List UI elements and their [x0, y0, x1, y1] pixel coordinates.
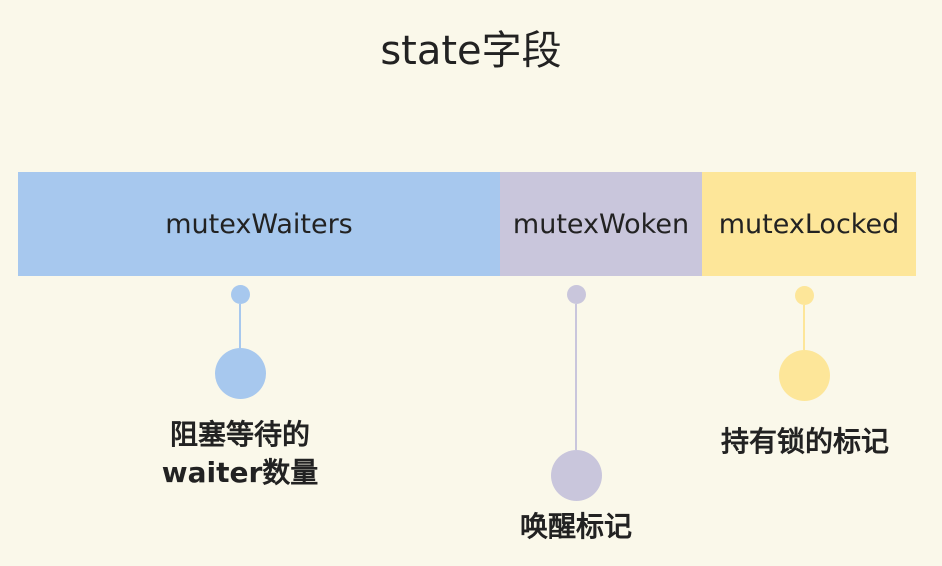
field-mutex-waiters: mutexWaiters	[18, 172, 500, 276]
caption-waiters-line2: waiter数量	[161, 456, 319, 489]
connector-small-dot-locked	[795, 286, 814, 305]
connector-small-dot-woken	[567, 285, 586, 304]
connector-big-dot-waiters	[215, 348, 266, 399]
field-mutex-woken: mutexWoken	[500, 172, 702, 276]
connector-line-locked	[803, 305, 805, 350]
field-label-mutex-locked: mutexLocked	[718, 208, 900, 240]
field-label-mutex-woken: mutexWoken	[512, 208, 690, 240]
caption-woken: 唤醒标记	[476, 508, 676, 546]
caption-locked-line1: 持有锁的标记	[720, 425, 889, 458]
field-mutex-locked: mutexLocked	[702, 172, 916, 276]
connector-line-woken	[575, 304, 577, 450]
caption-waiters: 阻塞等待的 waiter数量	[140, 416, 340, 492]
connector-big-dot-locked	[779, 350, 830, 401]
caption-locked: 持有锁的标记	[685, 423, 925, 461]
connector-small-dot-waiters	[231, 285, 250, 304]
field-label-mutex-waiters: mutexWaiters	[165, 208, 353, 240]
connector-line-waiters	[239, 304, 241, 348]
diagram-title: state字段	[380, 28, 562, 74]
state-bit-bar: mutexWaiters mutexWoken mutexLocked	[18, 172, 916, 276]
caption-woken-line1: 唤醒标记	[519, 510, 632, 543]
caption-waiters-line1: 阻塞等待的	[169, 418, 310, 451]
connector-big-dot-woken	[551, 450, 602, 501]
